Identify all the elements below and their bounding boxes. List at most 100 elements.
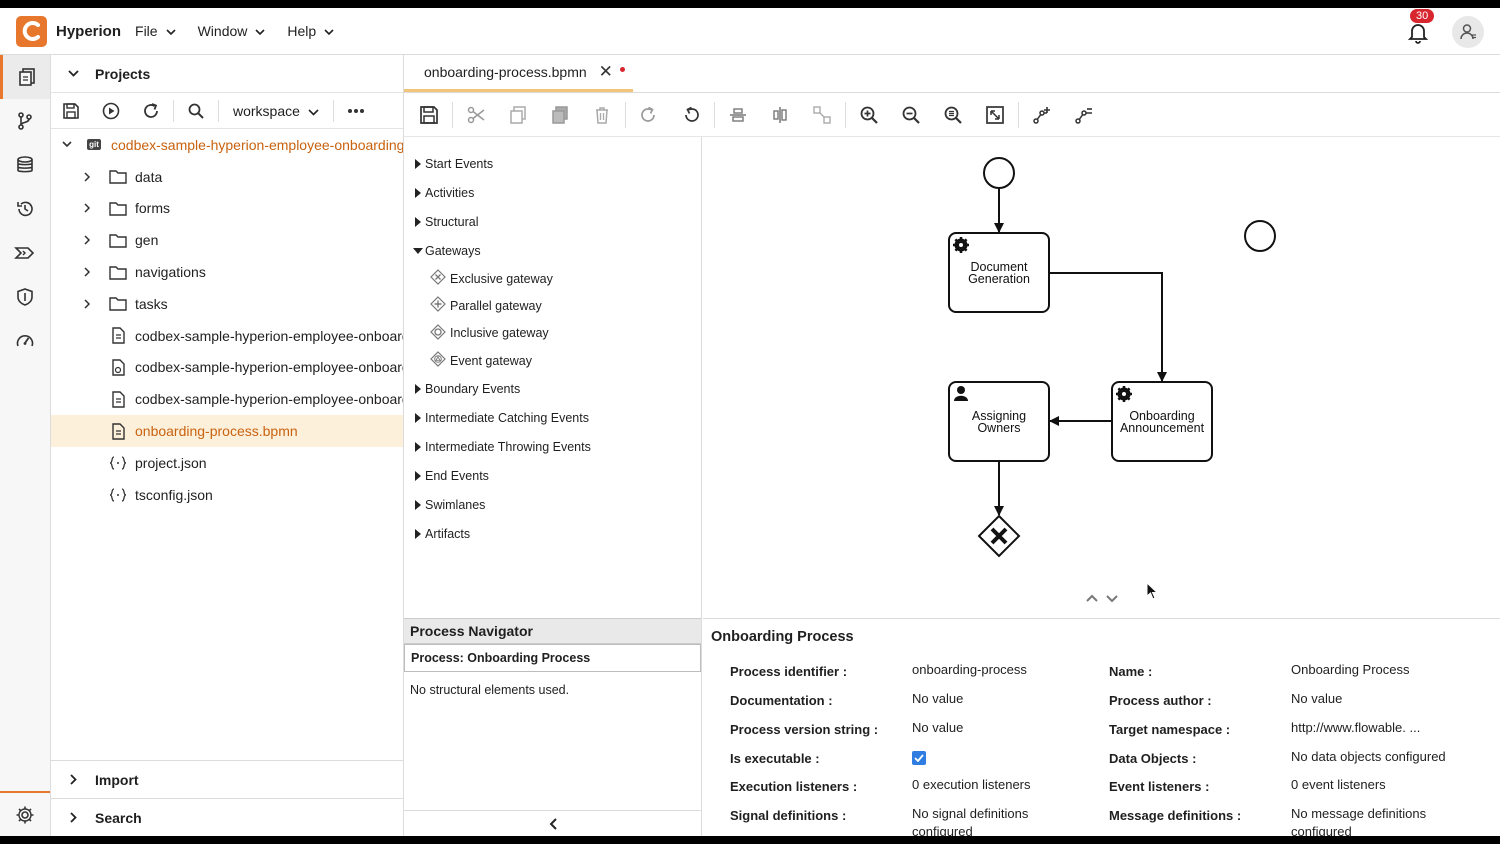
delete-icon[interactable] <box>581 95 623 135</box>
redo-icon[interactable] <box>628 95 670 135</box>
align-vertical-icon[interactable] <box>759 95 801 135</box>
tab-onboarding-process[interactable]: onboarding-process.bpmn ✕ <box>404 54 633 92</box>
navigator-process-item[interactable]: Process: Onboarding Process <box>404 644 701 672</box>
prop-value[interactable]: Onboarding Process <box>1291 662 1410 677</box>
zoom-in-icon[interactable] <box>848 95 890 135</box>
zoom-fit-icon[interactable] <box>974 95 1016 135</box>
palette-group-intermediate-throwing[interactable]: Intermediate Throwing Events <box>404 432 701 461</box>
user-avatar[interactable] <box>1452 15 1484 48</box>
start-event-unconnected[interactable] <box>1244 220 1276 252</box>
caret-right-icon <box>411 216 425 227</box>
palette-group-label: Activities <box>425 185 475 200</box>
task-assigning-owners[interactable]: Assigning Owners <box>948 381 1050 462</box>
editor-toolbar <box>404 93 1500 137</box>
tree-folder-forms[interactable]: forms <box>51 193 403 225</box>
projects-header[interactable]: Projects <box>51 55 403 93</box>
copy-icon[interactable] <box>497 95 539 135</box>
palette-item-label: Event gateway <box>450 353 532 368</box>
scroll-up-icon[interactable] <box>1086 594 1098 602</box>
menu-window[interactable]: Window <box>198 23 266 39</box>
start-event[interactable] <box>983 157 1015 189</box>
projects-icon[interactable] <box>0 55 50 99</box>
same-size-icon[interactable] <box>801 95 843 135</box>
diagram-canvas[interactable]: Document Generation Assigning Owners <box>703 137 1500 618</box>
tree-file[interactable]: project.json <box>51 447 403 479</box>
exclusive-gateway[interactable] <box>977 514 1021 558</box>
palette-group-structural[interactable]: Structural <box>404 207 701 236</box>
palette-group-swimlanes[interactable]: Swimlanes <box>404 490 701 519</box>
refresh-icon[interactable] <box>131 93 171 129</box>
palette-item-parallel-gateway[interactable]: Parallel gateway <box>404 292 701 319</box>
paste-icon[interactable] <box>539 95 581 135</box>
undo-icon[interactable] <box>670 95 712 135</box>
tree-folder-tasks[interactable]: tasks <box>51 288 403 320</box>
history-icon[interactable] <box>0 187 50 231</box>
tree-folder-data[interactable]: data <box>51 161 403 193</box>
prop-value[interactable]: No signal definitions <box>912 806 1029 821</box>
menu-file[interactable]: File <box>135 23 176 39</box>
save-icon[interactable] <box>408 95 450 135</box>
caret-right-icon <box>411 158 425 169</box>
prop-value[interactable]: http://www.flowable. ... <box>1291 720 1421 735</box>
tree-folder-navigations[interactable]: navigations <box>51 256 403 288</box>
prop-value[interactable]: 0 execution listeners <box>912 777 1031 792</box>
palette-group-intermediate-catching[interactable]: Intermediate Catching Events <box>404 403 701 432</box>
tree-file[interactable]: codbex-sample-hyperion-employee-onboardi… <box>51 352 403 384</box>
operations-icon[interactable] <box>0 231 50 275</box>
import-section-header[interactable]: Import <box>51 760 404 798</box>
palette-item-exclusive-gateway[interactable]: Exclusive gateway <box>404 265 701 292</box>
tree-item-project-root[interactable]: git codbex-sample-hyperion-employee-onbo… <box>51 129 403 161</box>
prop-value[interactable]: No value <box>912 720 964 735</box>
settings-gear-icon[interactable] <box>0 791 50 836</box>
palette-group-artifacts[interactable]: Artifacts <box>404 519 701 548</box>
palette-group-end-events[interactable]: End Events <box>404 461 701 490</box>
align-horizontal-icon[interactable] <box>717 95 759 135</box>
scroll-down-icon[interactable] <box>1106 595 1118 603</box>
cut-icon[interactable] <box>455 95 497 135</box>
database-icon[interactable] <box>0 143 50 187</box>
publish-play-icon[interactable] <box>91 93 131 129</box>
folder-icon <box>107 201 129 216</box>
hyperion-logo-icon[interactable] <box>16 15 47 47</box>
task-document-generation[interactable]: Document Generation <box>948 232 1050 313</box>
sequence-flow[interactable] <box>1049 272 1167 382</box>
notifications-bell-icon[interactable]: 30 <box>1406 8 1435 44</box>
palette-group-boundary-events[interactable]: Boundary Events <box>404 374 701 403</box>
menu-help[interactable]: Help <box>287 23 334 39</box>
remove-bendpoint-icon[interactable] <box>1063 95 1105 135</box>
collapse-left-icon[interactable] <box>404 810 701 836</box>
tree-folder-gen[interactable]: gen <box>51 224 403 256</box>
palette-group-start-events[interactable]: Start Events <box>404 149 701 178</box>
zoom-out-icon[interactable] <box>890 95 932 135</box>
palette-group-activities[interactable]: Activities <box>404 178 701 207</box>
palette-item-event-gateway[interactable]: Event gateway <box>404 347 701 374</box>
add-bendpoint-icon[interactable] <box>1021 95 1063 135</box>
save-all-icon[interactable] <box>51 93 91 129</box>
prop-value[interactable]: No value <box>912 691 964 706</box>
prop-value[interactable]: No message definitions <box>1291 806 1427 821</box>
tree-file[interactable]: codbex-sample-hyperion-employee-onboardi… <box>51 383 403 415</box>
tree-file[interactable]: codbex-sample-hyperion-employee-onboardi… <box>51 320 403 352</box>
prop-value[interactable]: No data objects configured <box>1291 749 1446 764</box>
tree-file[interactable]: tsconfig.json <box>51 479 403 511</box>
close-icon[interactable]: ✕ <box>598 61 613 81</box>
projects-panel: Projects workspace git codbex-sample-hyp… <box>51 55 404 836</box>
is-executable-checkbox[interactable] <box>912 751 926 765</box>
prop-label: Message definitions : <box>1109 808 1242 823</box>
dashboard-gauge-icon[interactable] <box>0 319 50 363</box>
prop-value[interactable]: 0 event listeners <box>1291 777 1386 792</box>
tree-file-selected[interactable]: onboarding-process.bpmn <box>51 415 403 447</box>
palette-group-gateways[interactable]: Gateways <box>404 236 701 265</box>
zoom-actual-icon[interactable] <box>932 95 974 135</box>
workspace-select[interactable]: workspace <box>221 103 331 119</box>
search-section-header[interactable]: Search <box>51 798 404 836</box>
more-options-icon[interactable] <box>336 93 376 129</box>
search-icon[interactable] <box>176 93 216 129</box>
git-branch-icon[interactable] <box>0 99 50 143</box>
task-label-line: Assigning <box>972 409 1026 423</box>
security-shield-icon[interactable] <box>0 275 50 319</box>
prop-value[interactable]: onboarding-process <box>912 662 1027 677</box>
prop-value[interactable]: No value <box>1291 691 1343 706</box>
palette-item-inclusive-gateway[interactable]: Inclusive gateway <box>404 320 701 347</box>
task-onboarding-announcement[interactable]: Onboarding Announcement <box>1111 381 1213 462</box>
